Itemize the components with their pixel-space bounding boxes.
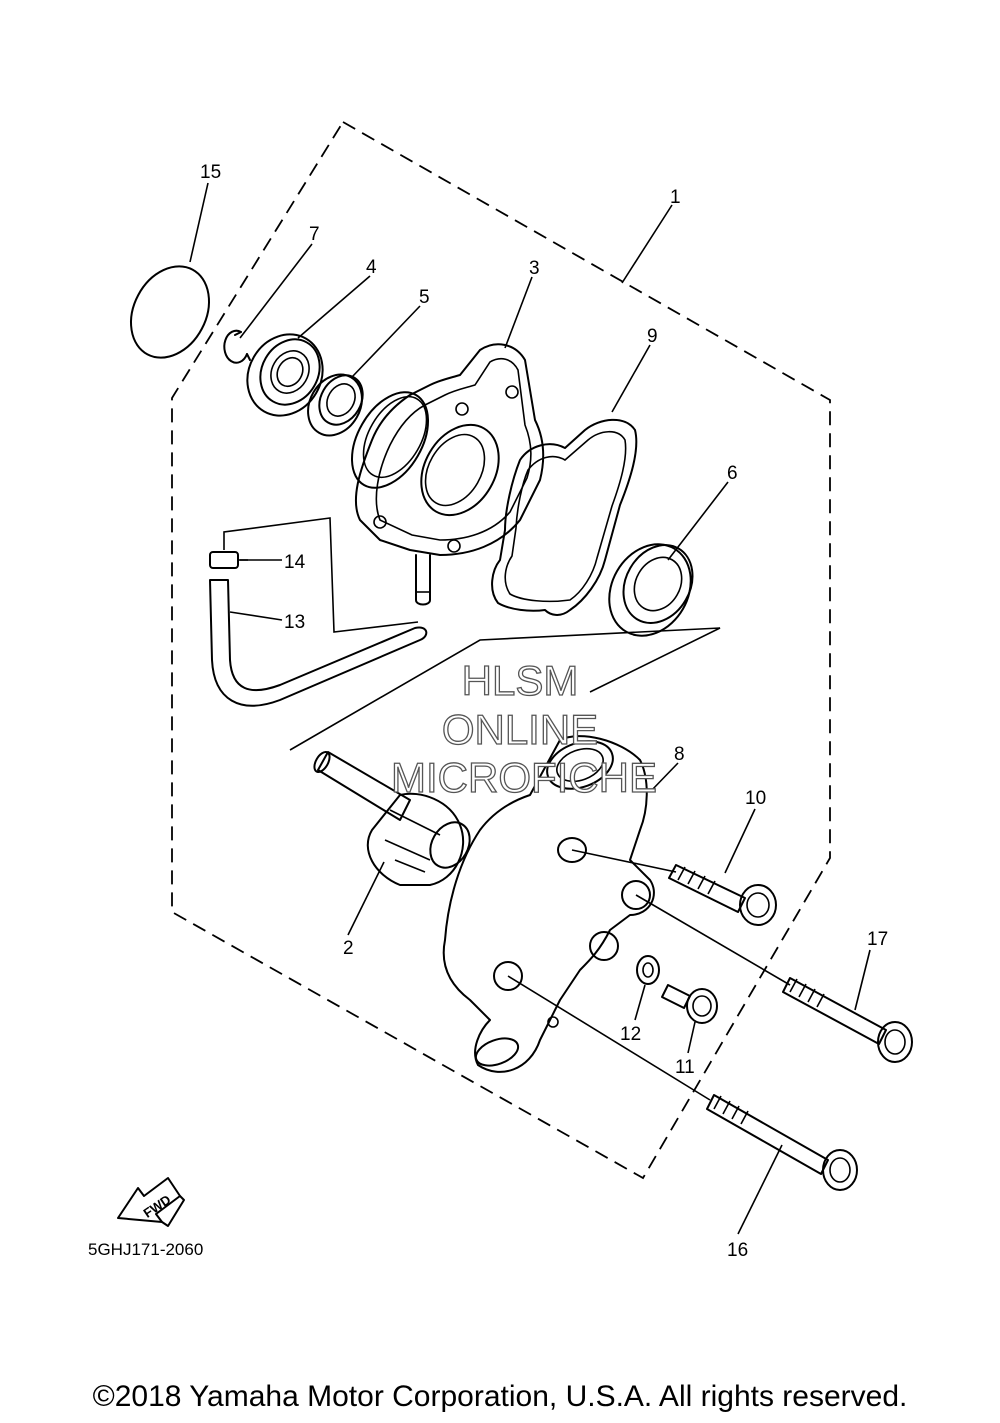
callout-17: 17 [867,929,888,950]
hose-bracket-line [223,517,419,633]
hose-13 [209,579,428,707]
bolt-17 [782,977,913,1063]
watermark-line-2: ONLINE [442,706,598,753]
callout-11: 11 [675,1057,695,1078]
callout-8: 8 [674,744,685,765]
callout-16: 16 [727,1240,748,1261]
circlip-7 [223,329,251,364]
bearing-4 [246,333,324,417]
alignment-line-c [635,894,791,986]
callout-5: 5 [419,287,430,308]
callout-13: 13 [284,612,305,633]
watermark-line-1: HLSM [462,657,579,704]
o-ring-15 [130,265,210,359]
gasket-9 [491,418,638,616]
bolt-10 [668,864,777,926]
pump-cover-8 [442,735,655,1073]
alignment-line-d [507,975,711,1101]
copyright-notice: ©2018 Yamaha Motor Corporation, U.S.A. A… [92,1380,908,1413]
callout-6: 6 [727,463,738,484]
callout-7: 7 [309,224,320,245]
fwd-arrow-icon: FWD [117,1177,185,1227]
gasket-9-inner [504,430,627,603]
watermark-line-3: MICROFICHE [391,754,657,801]
callout-1: 1 [670,187,681,208]
callout-4: 4 [366,257,377,278]
oil-seal-5 [307,373,364,437]
assembly-boundary [171,120,831,1180]
bolt-11 [661,984,718,1024]
alignment-line-a [289,627,721,751]
bolt-16 [706,1094,858,1191]
callout-12: 12 [620,1024,641,1045]
callout-2: 2 [343,938,354,959]
washer-12 [636,955,660,985]
diagram-part-code: 5GHJ171-2060 [88,1240,204,1259]
pump-housing-3 [351,343,545,606]
callout-14: 14 [284,552,306,573]
leader-lines [189,182,871,1235]
callout-15: 15 [200,162,221,183]
alignment-line-b [571,849,677,873]
oil-seal-6 [608,543,694,637]
callout-3: 3 [529,258,540,279]
callout-9: 9 [647,326,658,347]
callout-10: 10 [745,788,766,809]
